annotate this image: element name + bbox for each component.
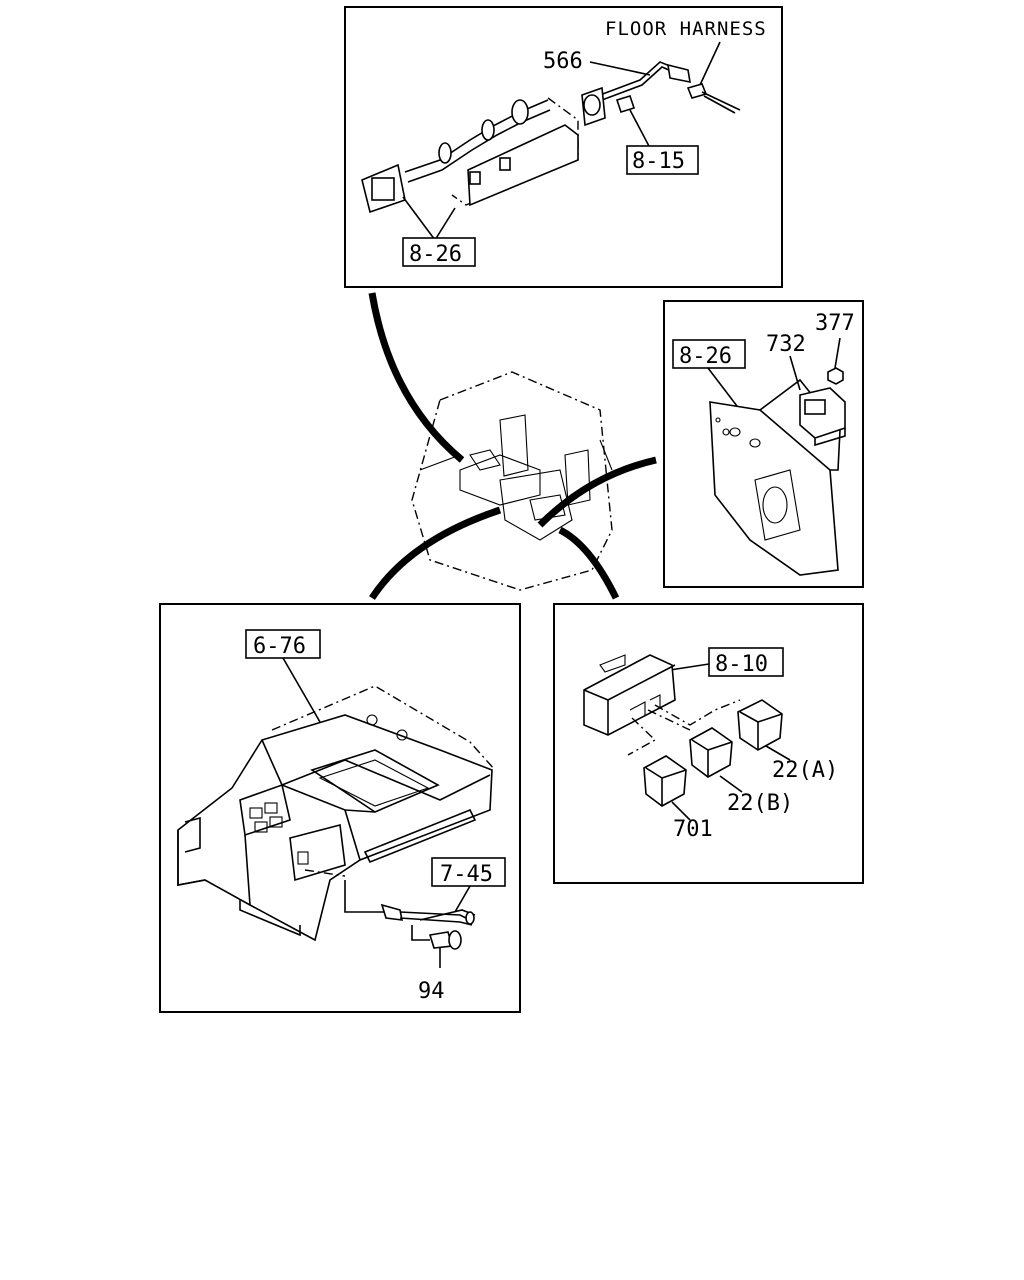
ref-8-26-top-label: 8-26 xyxy=(409,242,462,267)
part-377-label: 377 xyxy=(815,311,855,336)
part-732-label: 732 xyxy=(766,332,806,357)
ref-7-45-box xyxy=(431,857,506,887)
part-22b-label: 22(B) xyxy=(727,791,793,816)
ref-7-45-label: 7-45 xyxy=(440,862,493,887)
ref-8-15-label: 8-15 xyxy=(632,149,685,174)
part-22a-label: 22(A) xyxy=(772,758,838,783)
floor-harness-label: FLOOR HARNESS xyxy=(605,18,767,40)
part-94-label: 94 xyxy=(418,979,445,1004)
relay-701 xyxy=(643,755,687,807)
relay-22b xyxy=(689,727,733,778)
ref-8-26-right-label: 8-26 xyxy=(679,344,732,369)
ref-6-76-box xyxy=(245,629,321,659)
part-566-label: 566 xyxy=(543,49,583,74)
panel-relay-bracket: 8-26 377 732 xyxy=(663,300,864,588)
panel-floor-harness: FLOOR HARNESS 566 8-15 8-26 xyxy=(344,6,783,288)
ref-8-26-top-box xyxy=(402,237,476,267)
ref-8-15-box xyxy=(626,145,699,175)
cab-overview xyxy=(411,371,613,591)
ref-8-26-right-box xyxy=(672,339,746,369)
panel-console: 6-76 7-45 xyxy=(159,603,521,1013)
panel-relay-block: 8-10 22(A) 22(B) 701 xyxy=(553,603,864,884)
ref-8-10-label: 8-10 xyxy=(715,652,768,677)
part-701-label: 701 xyxy=(673,817,713,842)
ref-6-76-label: 6-76 xyxy=(253,634,306,659)
ref-8-10-box xyxy=(708,647,784,677)
callout-arcs xyxy=(368,292,657,600)
relay-22a xyxy=(737,699,783,751)
